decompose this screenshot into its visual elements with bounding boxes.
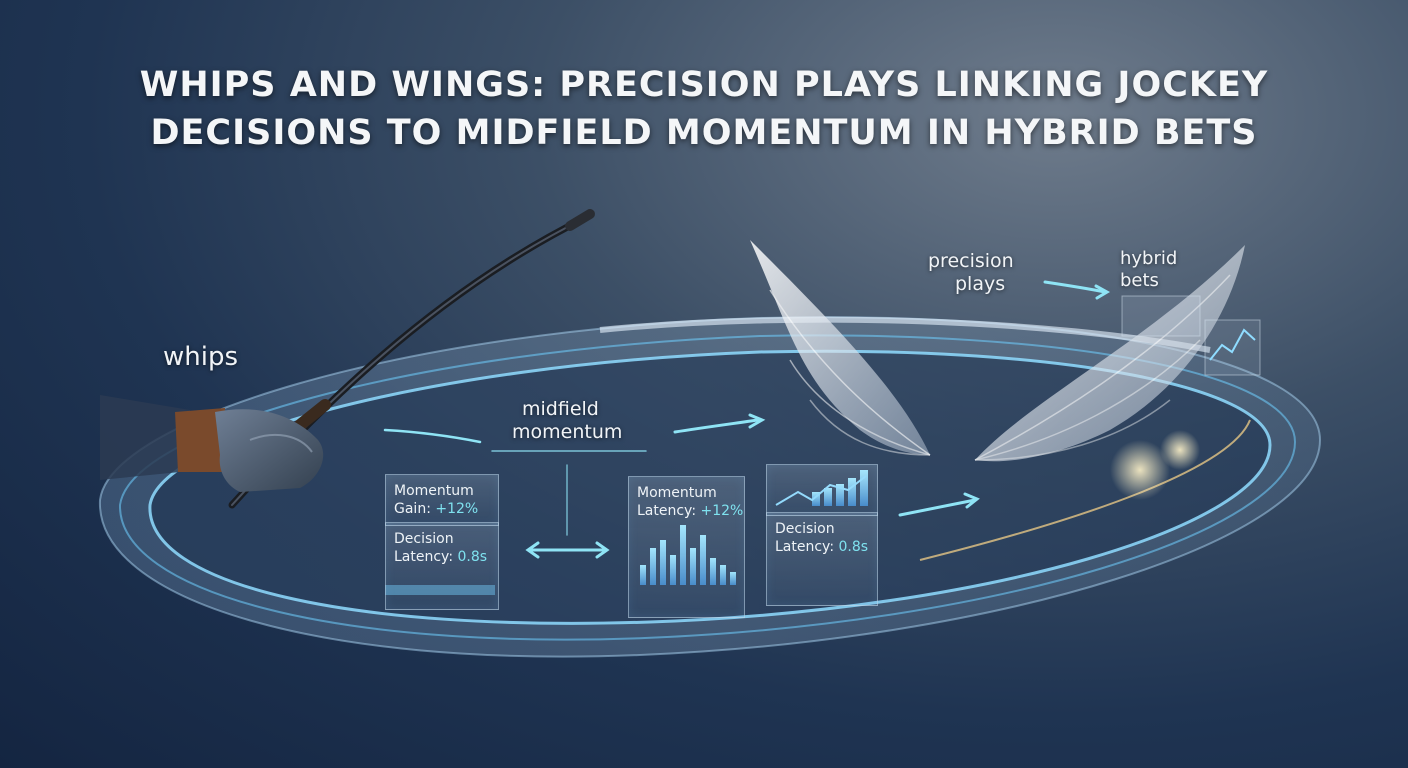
momentum-gain-panel: Momentum Gain: +12% <box>385 474 499 526</box>
panel-value: +12% <box>700 503 744 519</box>
trend-chart-panel <box>766 464 878 516</box>
panel-value-label: Latency: <box>637 503 701 519</box>
center-bar-chart <box>640 525 736 585</box>
panel-value: 0.8s <box>457 549 488 565</box>
hybrid-mini-panel <box>1121 295 1261 376</box>
whips-label: whips <box>163 342 239 372</box>
momentum-latency-panel: Momentum Latency: +12% <box>628 476 745 618</box>
sparkle-trail <box>1110 430 1200 500</box>
flow-arrows <box>383 280 1111 559</box>
left-wing-icon <box>750 240 931 456</box>
right-wing-icon <box>974 245 1245 462</box>
momentum-label: momentum <box>512 421 623 443</box>
panel-value-row: Gain: +12% <box>394 501 478 518</box>
panel-title: Momentum <box>394 483 474 499</box>
precision-label: precision <box>928 250 1014 272</box>
midfield-label: midfield <box>522 398 599 420</box>
panel-value-row: Latency: 0.8s <box>394 549 487 566</box>
bets-label: bets <box>1120 270 1159 291</box>
panel-title: Momentum <box>637 485 717 501</box>
page-title-line1: WHIPS AND WINGS: PRECISION PLAYS LINKING… <box>139 65 1269 105</box>
glove-hand-icon <box>100 395 324 492</box>
panel-value-label: Latency: <box>394 549 458 565</box>
hybrid-label: hybrid <box>1120 248 1178 269</box>
plays-label: plays <box>955 273 1006 295</box>
panel-value: 0.8s <box>838 539 869 555</box>
panel-value-label: Latency: <box>775 539 839 555</box>
left-panel-glow <box>385 585 495 595</box>
panel-value-label: Gain: <box>394 501 436 517</box>
decision-latency-panel-left: Decision Latency: 0.8s <box>385 522 499 610</box>
oval-track <box>98 316 1322 658</box>
panel-value: +12% <box>435 501 479 517</box>
panel-value-row: Latency: +12% <box>637 503 743 520</box>
panel-title: Decision <box>775 521 835 537</box>
page-title-line2: DECISIONS TO MIDFIELD MOMENTUM IN HYBRID… <box>150 113 1258 153</box>
right-bar-chart <box>775 470 868 506</box>
panel-value-row: Latency: 0.8s <box>775 539 868 556</box>
decision-latency-panel-right: Decision Latency: 0.8s <box>766 512 878 606</box>
panel-title: Decision <box>394 531 454 547</box>
